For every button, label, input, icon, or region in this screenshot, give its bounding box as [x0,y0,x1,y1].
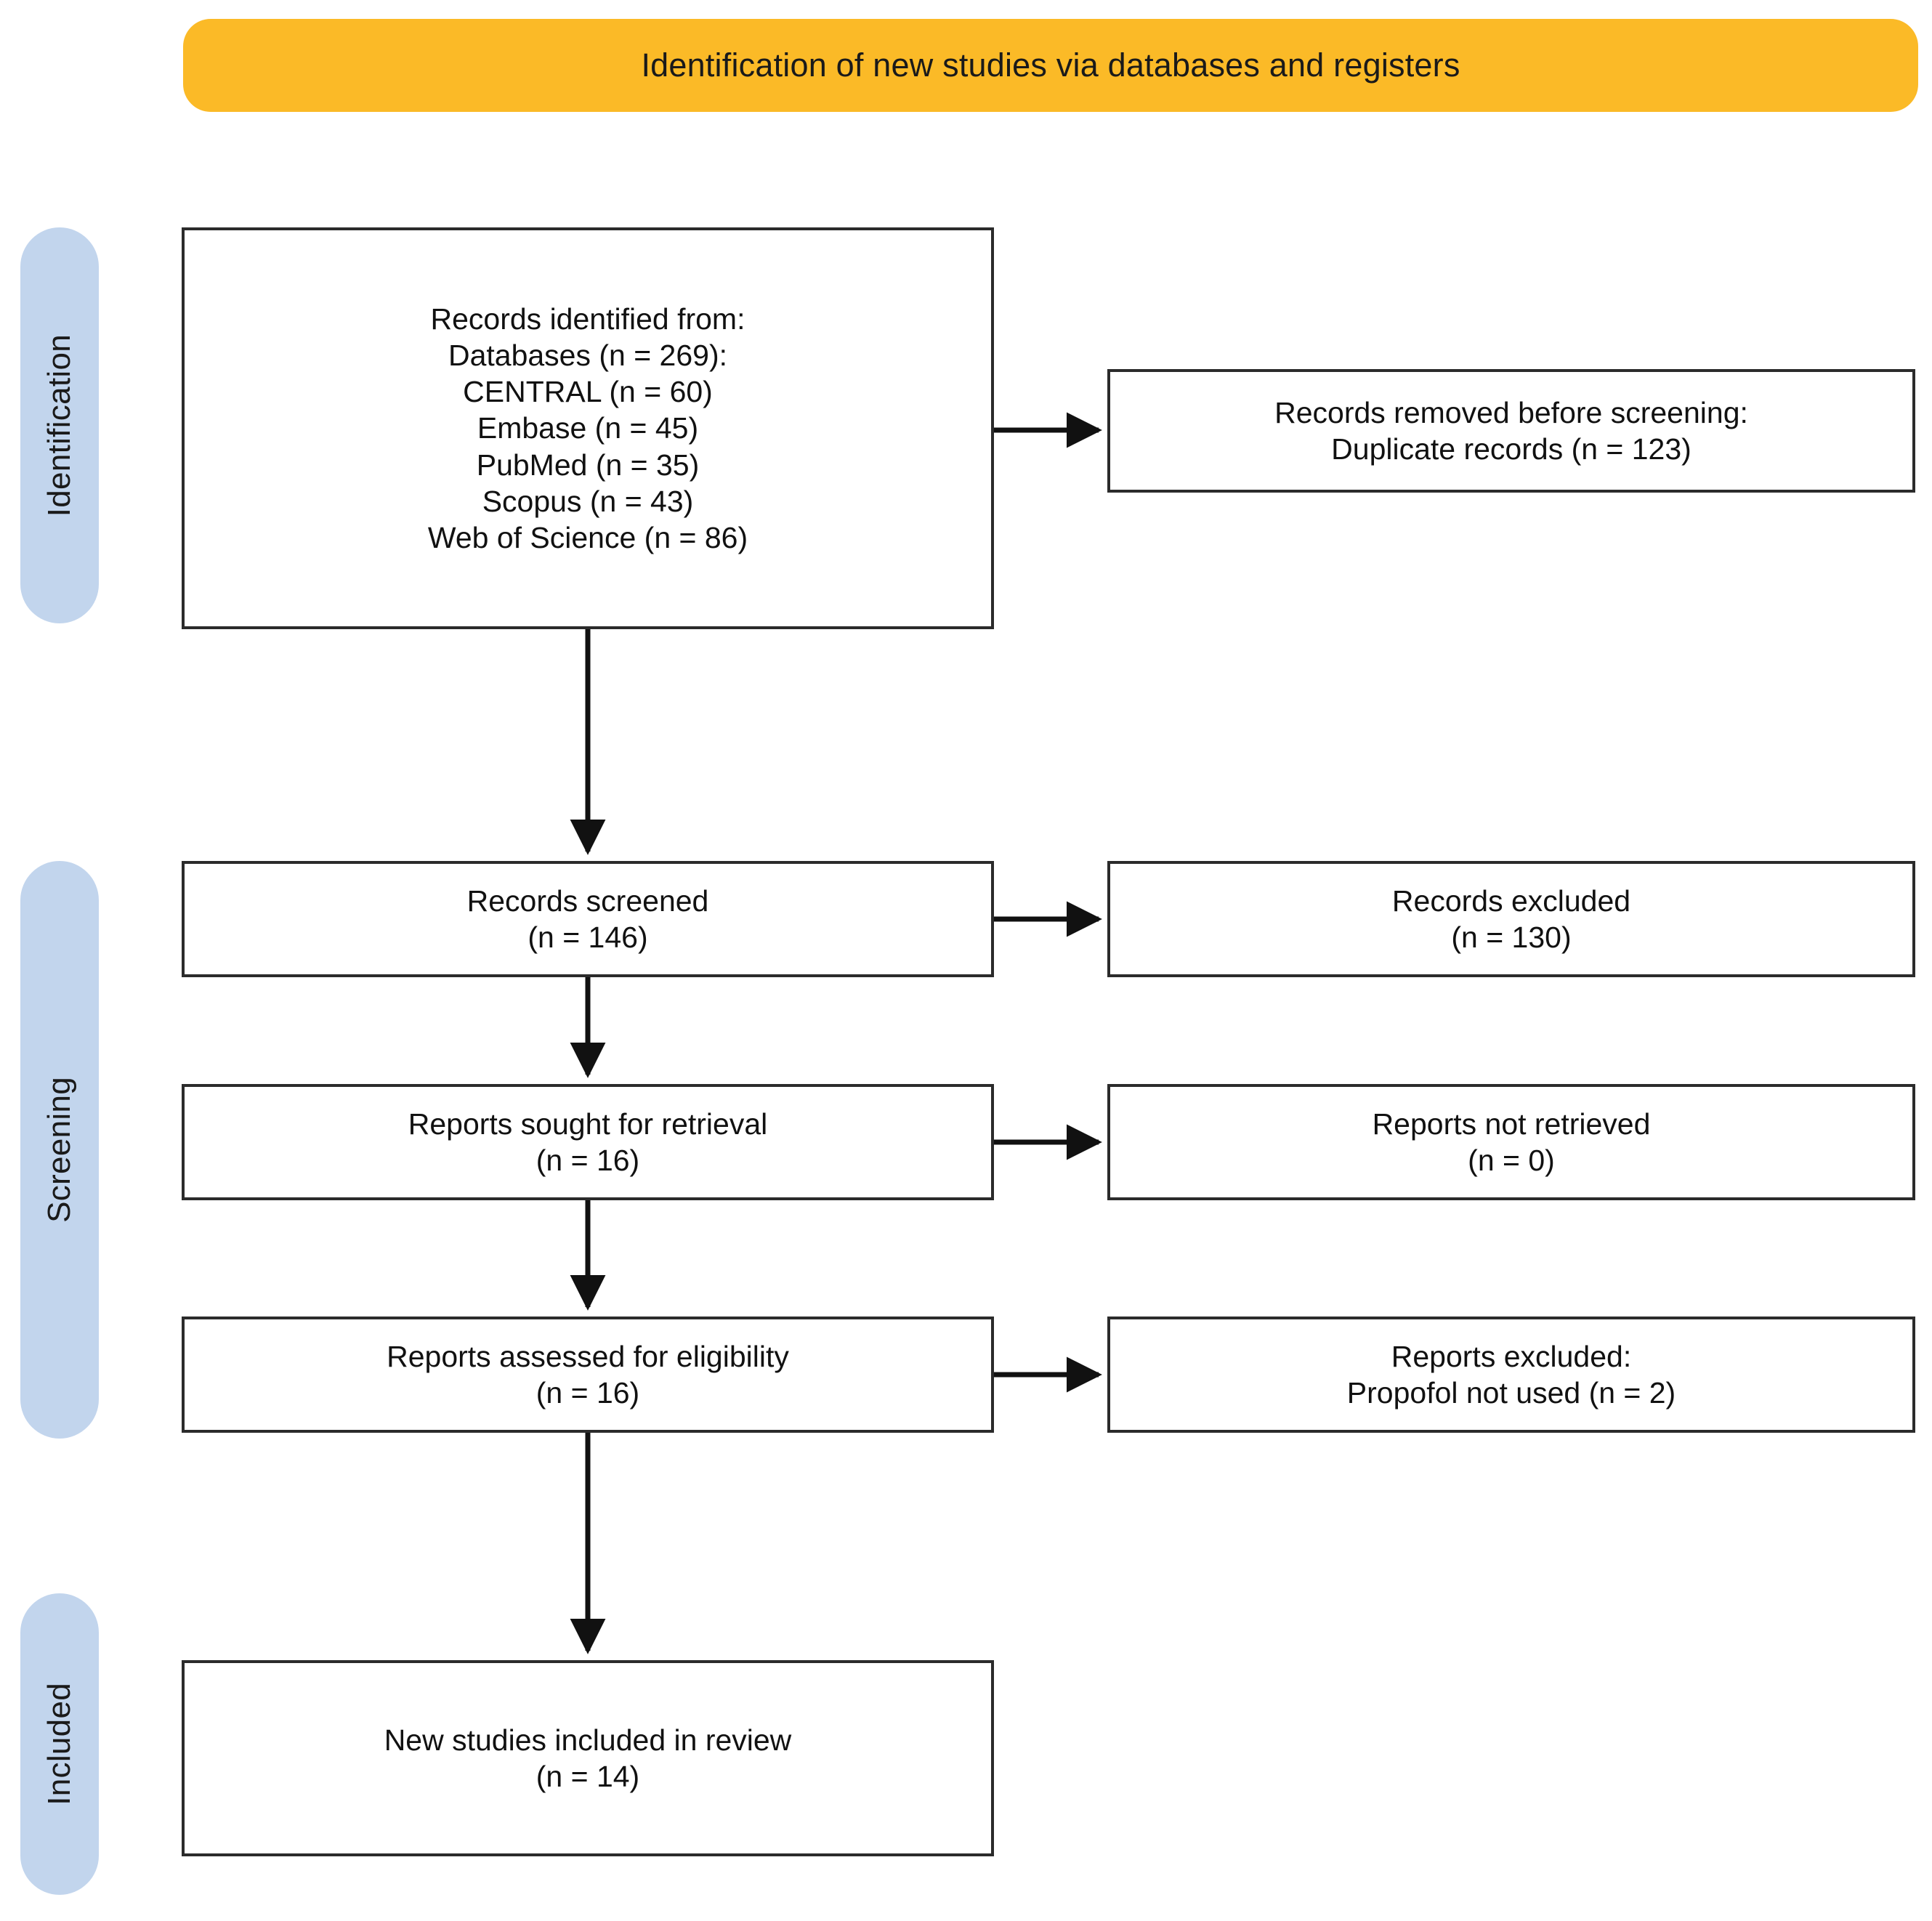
box-reports-excluded: Reports excluded: Propofol not used (n =… [1107,1317,1915,1433]
header-title: Identification of new studies via databa… [641,46,1460,84]
box-line: Records excluded [1391,883,1631,918]
box-line: CENTRAL (n = 60) [463,375,713,409]
box-line: Reports sought for retrieval [408,1107,768,1141]
box-line: Duplicate records (n = 123) [1331,432,1691,466]
stage-pill-identification: Identification [20,227,99,623]
box-line: (n = 16) [535,1376,640,1410]
box-records-removed-before-screening: Records removed before screening: Duplic… [1107,369,1915,493]
box-reports-assessed-for-eligibility: Reports assessed for eligibility (n = 16… [182,1317,994,1433]
box-line: (n = 0) [1468,1144,1555,1177]
box-line: Records removed before screening: [1274,395,1748,429]
stage-pill-included: Included [20,1593,99,1895]
stage-label-identification: Identification [41,333,77,517]
box-reports-not-retrieved: Reports not retrieved (n = 0) [1107,1084,1915,1200]
box-line: (n = 146) [528,921,648,954]
box-line: (n = 130) [1451,921,1572,954]
box-line: (n = 14) [535,1760,640,1793]
stage-label-included: Included [41,1683,77,1805]
box-line: Web of Science (n = 86) [427,520,748,554]
stage-pill-screening: Screening [20,861,99,1439]
box-line: New studies included in review [384,1723,792,1757]
box-line: Embase (n = 45) [477,411,699,445]
box-line: Reports excluded: [1391,1339,1632,1373]
box-line: Databases (n = 269): [448,339,728,373]
box-line: (n = 16) [535,1144,640,1177]
box-line: Reports assessed for eligibility [387,1339,789,1373]
box-line: Records identified from: [430,302,745,336]
box-records-identified: Records identified from: Databases (n = … [182,227,994,629]
box-line: PubMed (n = 35) [476,448,700,482]
box-reports-sought-for-retrieval: Reports sought for retrieval (n = 16) [182,1084,994,1200]
header-banner: Identification of new studies via databa… [183,19,1918,112]
box-line: Propofol not used (n = 2) [1346,1376,1676,1410]
box-records-screened: Records screened (n = 146) [182,861,994,977]
stage-label-screening: Screening [41,1077,77,1223]
box-line: Records screened [466,883,709,918]
box-new-studies-included: New studies included in review (n = 14) [182,1660,994,1856]
box-records-excluded: Records excluded (n = 130) [1107,861,1915,977]
box-line: Reports not retrieved [1372,1107,1651,1141]
box-line: Scopus (n = 43) [482,484,694,518]
